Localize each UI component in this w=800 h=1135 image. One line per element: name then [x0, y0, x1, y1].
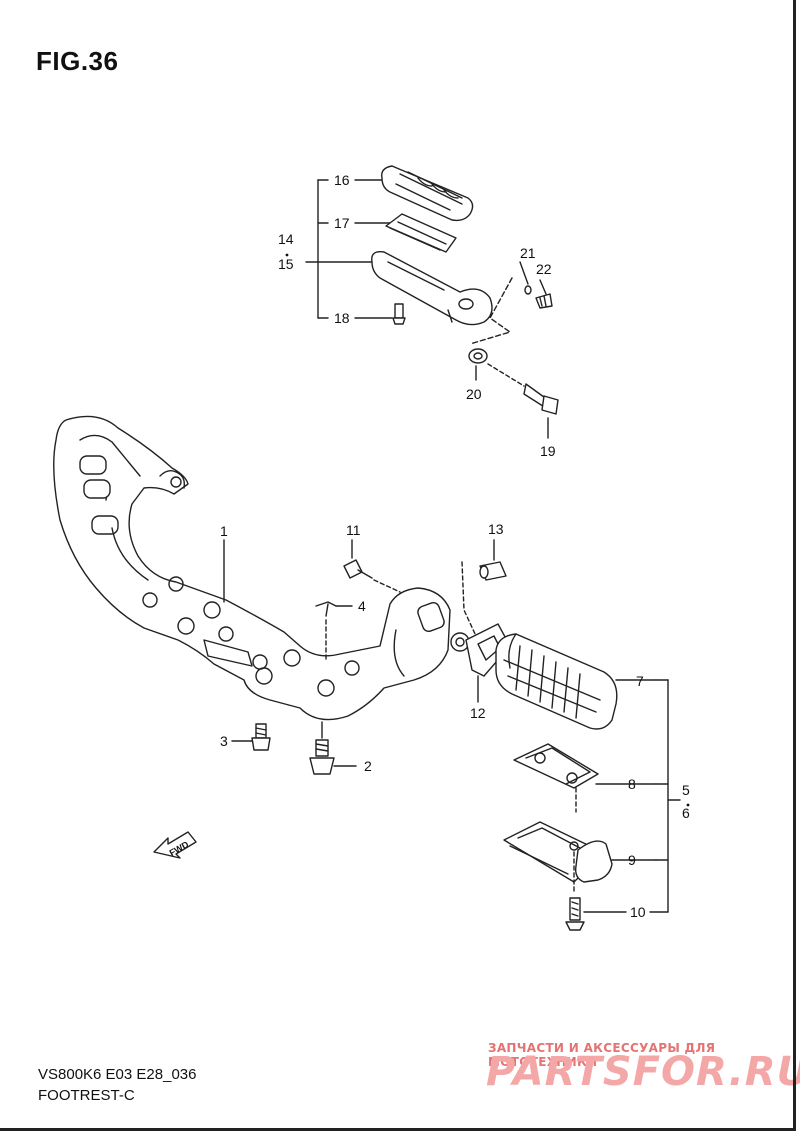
parts-21-22 — [469, 261, 553, 345]
bracket-14-15 — [305, 179, 393, 319]
part-2-bolt — [309, 721, 357, 775]
callout-6: 6 — [682, 805, 690, 821]
part-17-plate — [385, 213, 457, 253]
parts-19-20 — [468, 348, 559, 439]
section-name: FOOTREST-C — [38, 1087, 135, 1104]
bracket-5-6 — [649, 679, 681, 913]
figure-title: FIG.36 — [36, 46, 119, 76]
callout-21: 21 — [520, 245, 536, 261]
callout-13: 13 — [488, 521, 504, 537]
part-11-bolt — [343, 539, 401, 593]
part-10-screw — [565, 897, 627, 931]
callout-9: 9 — [628, 852, 636, 868]
part-16-rubber-pad — [381, 165, 474, 222]
bullet-5-6 — [686, 803, 690, 807]
part-7-footpeg — [495, 633, 657, 730]
part-18-bolt — [392, 303, 406, 325]
bullet-14-15 — [285, 253, 289, 257]
part-9-step-plate — [503, 821, 657, 893]
callout-4: 4 — [358, 598, 366, 614]
part-3-bolt — [231, 723, 271, 751]
callout-3: 3 — [220, 733, 228, 749]
callout-2: 2 — [364, 758, 372, 774]
callout-16: 16 — [334, 172, 350, 188]
watermark-logo: PARTSFOR.RU — [486, 1049, 800, 1095]
part-1-footrest-frame — [53, 415, 470, 721]
callout-labels: 16 17 14 15 18 21 22 20 19 1 11 13 4 12 … — [168, 172, 690, 920]
part-8-bracket — [513, 743, 657, 813]
callout-18: 18 — [334, 310, 350, 326]
callout-22: 22 — [536, 261, 552, 277]
part-15-footrest-arm — [371, 251, 493, 326]
callout-1: 1 — [220, 523, 228, 539]
part-4-clip — [315, 601, 353, 661]
callout-10: 10 — [630, 904, 646, 920]
model-code: VS800K6 E03 E28_036 — [38, 1066, 197, 1083]
callout-14: 14 — [278, 231, 294, 247]
callout-5: 5 — [682, 782, 690, 798]
watermark-tagline: ЗАПЧАСТИ И АКСЕССУАРЫ ДЛЯ МОТОТЕХНИКИ — [488, 1041, 716, 1069]
part-13-pin — [461, 539, 507, 637]
callout-8: 8 — [628, 776, 636, 792]
callout-19: 19 — [540, 443, 556, 459]
callout-20: 20 — [466, 386, 482, 402]
callout-7: 7 — [636, 673, 644, 689]
callout-15: 15 — [278, 256, 294, 272]
callout-11: 11 — [346, 522, 361, 538]
fwd-arrow-icon — [153, 831, 197, 859]
callout-12: 12 — [470, 705, 486, 721]
callout-17: 17 — [334, 215, 350, 231]
